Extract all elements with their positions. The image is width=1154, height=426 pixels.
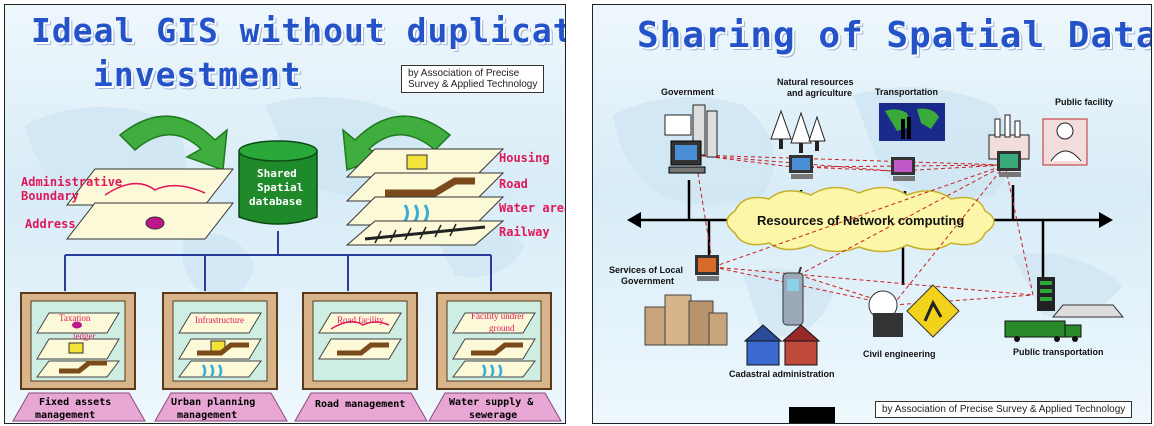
monitor-fixed-assets-icon — [20, 292, 136, 390]
monitor1-label-line1: Taxation — [59, 313, 91, 323]
database-cylinder-icon — [238, 140, 318, 225]
slide1-credit-line1: by Association of Precise — [408, 68, 520, 79]
caption1-line1: Fixed assets — [39, 397, 112, 408]
government-computer-icon — [664, 104, 718, 174]
monitor-fixed-assets: Taxation ledger — [19, 291, 137, 401]
slide1-credit-box: by Association of Precise Survey & Appli… — [401, 65, 545, 93]
monitor-road-management-icon — [302, 292, 418, 390]
connector-lines — [64, 231, 492, 291]
slide2-credit: by Association of Precise Survey & Appli… — [875, 401, 1133, 418]
caption4-line1: Water supply & — [449, 397, 534, 408]
caption2-line1: Urban planning — [171, 397, 256, 408]
slide-sharing-spatial-data: Sharing of Spatial Data — [592, 4, 1152, 424]
label-local-line2: Government — [621, 276, 675, 286]
slide2-title: Sharing of Spatial Data — [637, 15, 1152, 56]
label-cadastral: Cadastral administration — [729, 369, 835, 379]
computer-local-government-icon — [695, 255, 719, 281]
transportation-map-icon — [879, 103, 945, 141]
civil-engineering-icon — [868, 284, 960, 338]
label-natural-line2: and agriculture — [787, 88, 853, 98]
label-housing: Housing — [499, 151, 550, 165]
monitor-water-supply-icon — [436, 292, 552, 390]
monitor4-label-line1: Facility undrer — [471, 311, 525, 321]
caption4-line2: sewerage — [469, 410, 518, 421]
monitor-water-supply: Facility undrer ground — [435, 291, 553, 401]
computer-transportation-icon — [891, 157, 915, 181]
slide-ideal-gis: Ideal GIS without duplicated investment … — [4, 4, 566, 424]
slide1-title-line1: Ideal GIS without duplicated — [31, 11, 566, 50]
caption1-line2: management — [35, 410, 96, 421]
caption3-line1: Road management — [315, 399, 406, 410]
monitor-caption-bases — [12, 392, 562, 422]
mobile-phone-icon — [782, 266, 804, 326]
database-label-line3: database — [249, 195, 302, 208]
monitor-urban-planning-icon — [162, 292, 278, 390]
right-layer-stack — [345, 148, 505, 246]
label-water-area: Water area — [499, 201, 566, 215]
black-block — [789, 407, 835, 423]
label-transportation: Transportation — [875, 87, 939, 97]
left-layer-stack — [65, 168, 235, 240]
computer-public-facility-icon — [997, 151, 1021, 177]
houses-icon — [743, 324, 821, 366]
label-boundary: Boundary — [21, 189, 79, 203]
monitor-urban-planning: Infrastructure — [161, 291, 279, 401]
label-government: Government — [661, 87, 715, 97]
public-facility-icon — [988, 114, 1088, 166]
monitor4-label-line2: ground — [489, 323, 515, 333]
database-label-line2: Spatial — [257, 181, 304, 194]
caption2-line2: management — [177, 410, 238, 421]
label-civil: Civil engineering — [863, 349, 936, 359]
slide1-title-line2: investment — [93, 55, 302, 94]
database-label-line1: Shared — [257, 167, 297, 180]
label-road: Road — [499, 177, 528, 191]
label-natural-line1: Natural resources — [777, 77, 854, 87]
label-railway: Railway — [499, 225, 550, 239]
slide1-credit-line2: Survey & Applied Technology — [408, 79, 538, 90]
monitor3-label-line1: Road facility — [337, 315, 384, 325]
label-administrative: Administrative — [21, 175, 123, 189]
monitor1-label-line2: ledger — [73, 331, 96, 341]
label-local-line1: Services of Local — [609, 265, 684, 275]
truck-ship-icon — [1004, 304, 1125, 342]
monitor2-label-line1: Infrastructure — [195, 315, 244, 325]
label-public-transport: Public transportation — [1013, 347, 1104, 357]
computer-natural-icon — [789, 155, 813, 179]
server-icon — [1037, 277, 1055, 311]
trees-icon — [770, 109, 826, 153]
buildings-icon — [644, 294, 728, 346]
monitor-road-management: Road facility — [301, 291, 419, 401]
label-address: Address — [25, 217, 76, 231]
label-public-facility: Public facility — [1055, 97, 1114, 107]
cloud-label: Resources of Network computing — [757, 213, 965, 228]
